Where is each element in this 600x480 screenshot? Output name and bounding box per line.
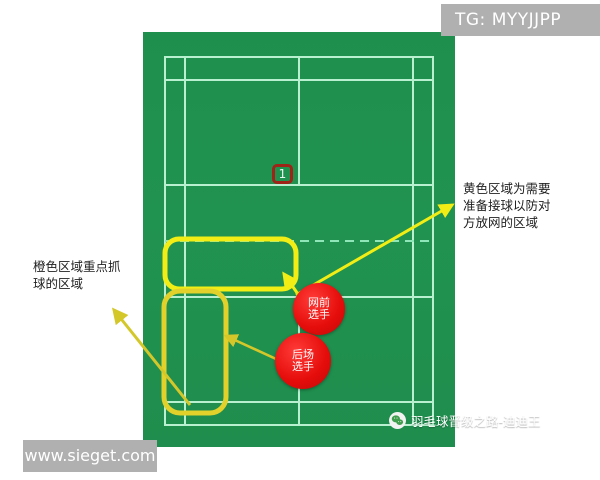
front-court-player-badge: 网前 选手 xyxy=(293,283,345,335)
orange-zone-annotation: 橙色区域重点抓 球的区域 xyxy=(33,259,121,291)
site-watermark: www.sieget.com xyxy=(23,440,157,472)
back-court-player-line2: 选手 xyxy=(292,360,314,373)
front-court-player-line1: 网前 xyxy=(308,295,330,309)
wechat-attribution: 羽毛球晋级之路-迪迪王 xyxy=(389,411,541,430)
wechat-icon xyxy=(389,412,406,429)
court-marker-1: 1 xyxy=(272,164,293,184)
tg-tag-bar: TG: MYYJJPP xyxy=(441,4,600,36)
wechat-account-name: 羽毛球晋级之路-迪迪王 xyxy=(411,414,541,429)
yellow-zone-annotation: 黄色区域为需要 准备接球以防对 方放网的区域 xyxy=(463,181,551,230)
back-court-player-badge: 后场 选手 xyxy=(275,333,331,389)
back-court-player-line1: 后场 xyxy=(292,347,314,361)
front-court-player-line2: 选手 xyxy=(308,308,330,321)
